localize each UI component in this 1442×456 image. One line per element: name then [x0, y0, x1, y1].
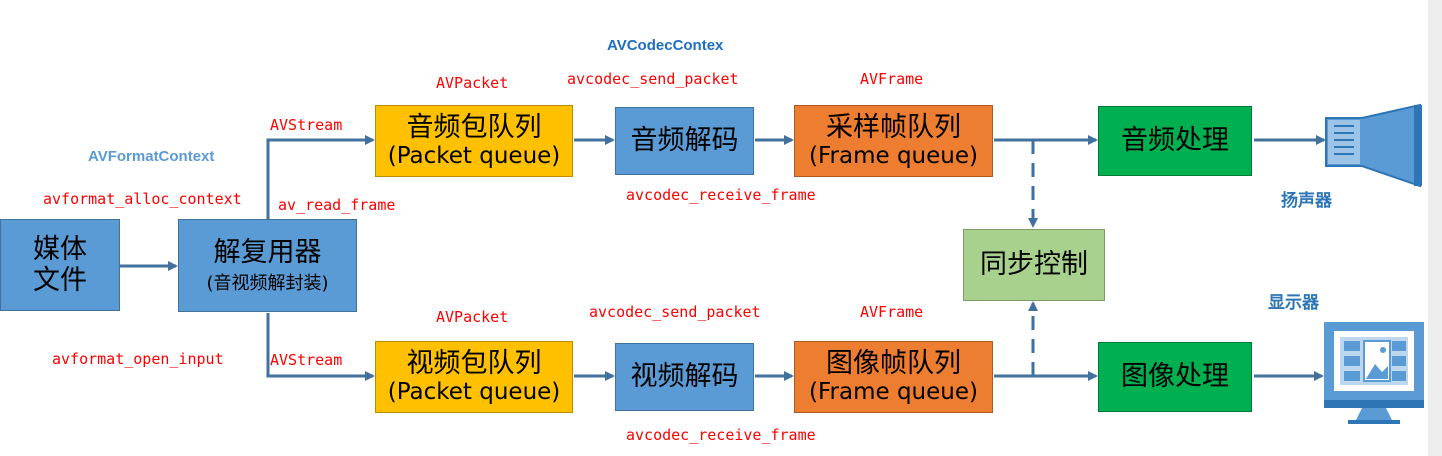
media-file-line2: 文件 [33, 265, 87, 296]
audio-frame-queue-box: 采样帧队列 (Frame queue) [794, 105, 993, 177]
right-edge-strip [1428, 0, 1442, 456]
avcodec-receive-frame-top-label: avcodec_receive_frame [626, 186, 816, 204]
audio-decode-box: 音频解码 [615, 107, 754, 175]
avframe-top-label: AVFrame [860, 70, 924, 88]
video-packet-queue-subtitle: (Packet queue) [387, 379, 561, 406]
avpacket-top-label: AVPacket [436, 74, 509, 92]
avcodec-send-packet-bottom-label: avcodec_send_packet [589, 303, 761, 321]
audio-packet-queue-title: 音频包队列 [406, 112, 542, 144]
display-label: 显示器 [1268, 293, 1319, 313]
video-frame-queue-title: 图像帧队列 [826, 348, 961, 380]
audio-process-box: 音频处理 [1098, 106, 1252, 176]
audio-frame-queue-title: 采样帧队列 [826, 112, 961, 144]
video-frame-queue-subtitle: (Frame queue) [809, 379, 978, 406]
avcodec-receive-frame-bottom-label: avcodec_receive_frame [626, 426, 816, 444]
audio-process-label: 音频处理 [1121, 125, 1229, 157]
video-process-label: 图像处理 [1121, 361, 1229, 393]
speaker-label: 扬声器 [1281, 191, 1332, 211]
media-file-box: 媒体 文件 [0, 219, 120, 311]
sync-control-box: 同步控制 [963, 229, 1105, 301]
av-codec-context-label: AVCodecContex [607, 37, 724, 54]
demuxer-box: 解复用器 (音视频解封装) [178, 219, 357, 312]
arrow-demuxer-to-video-queue [266, 313, 375, 381]
arrow-demuxer-to-audio-queue [266, 135, 375, 220]
sync-control-label: 同步控制 [980, 249, 1088, 281]
avformat-open-input-label: avformat_open_input [52, 350, 224, 368]
video-frame-queue-box: 图像帧队列 (Frame queue) [794, 341, 993, 413]
monitor-icon [1324, 322, 1424, 424]
video-process-box: 图像处理 [1098, 342, 1252, 412]
audio-decode-label: 音频解码 [630, 125, 739, 157]
audio-packet-queue-subtitle: (Packet queue) [387, 143, 561, 170]
audio-frame-queue-subtitle: (Frame queue) [809, 143, 978, 170]
av-format-context-label: AVFormatContext [88, 148, 215, 165]
demuxer-subtitle: (音视频解封装) [206, 272, 329, 294]
video-decode-label: 视频解码 [630, 361, 739, 393]
demuxer-title: 解复用器 [213, 236, 322, 268]
audio-packet-queue-box: 音频包队列 (Packet queue) [375, 105, 573, 177]
video-packet-queue-title: 视频包队列 [406, 348, 542, 380]
avframe-bottom-label: AVFrame [860, 303, 924, 321]
media-file-line1: 媒体 [33, 233, 87, 265]
avstream-top-label: AVStream [270, 116, 343, 134]
avpacket-bottom-label: AVPacket [436, 308, 509, 326]
avformat-alloc-context-label: avformat_alloc_context [43, 190, 242, 208]
video-packet-queue-box: 视频包队列 (Packet queue) [375, 341, 573, 413]
avstream-bottom-label: AVStream [270, 351, 343, 369]
video-decode-box: 视频解码 [615, 343, 754, 411]
speaker-icon [1325, 103, 1422, 188]
av-read-frame-label: av_read_frame [278, 196, 396, 214]
avcodec-send-packet-top-label: avcodec_send_packet [567, 70, 739, 88]
